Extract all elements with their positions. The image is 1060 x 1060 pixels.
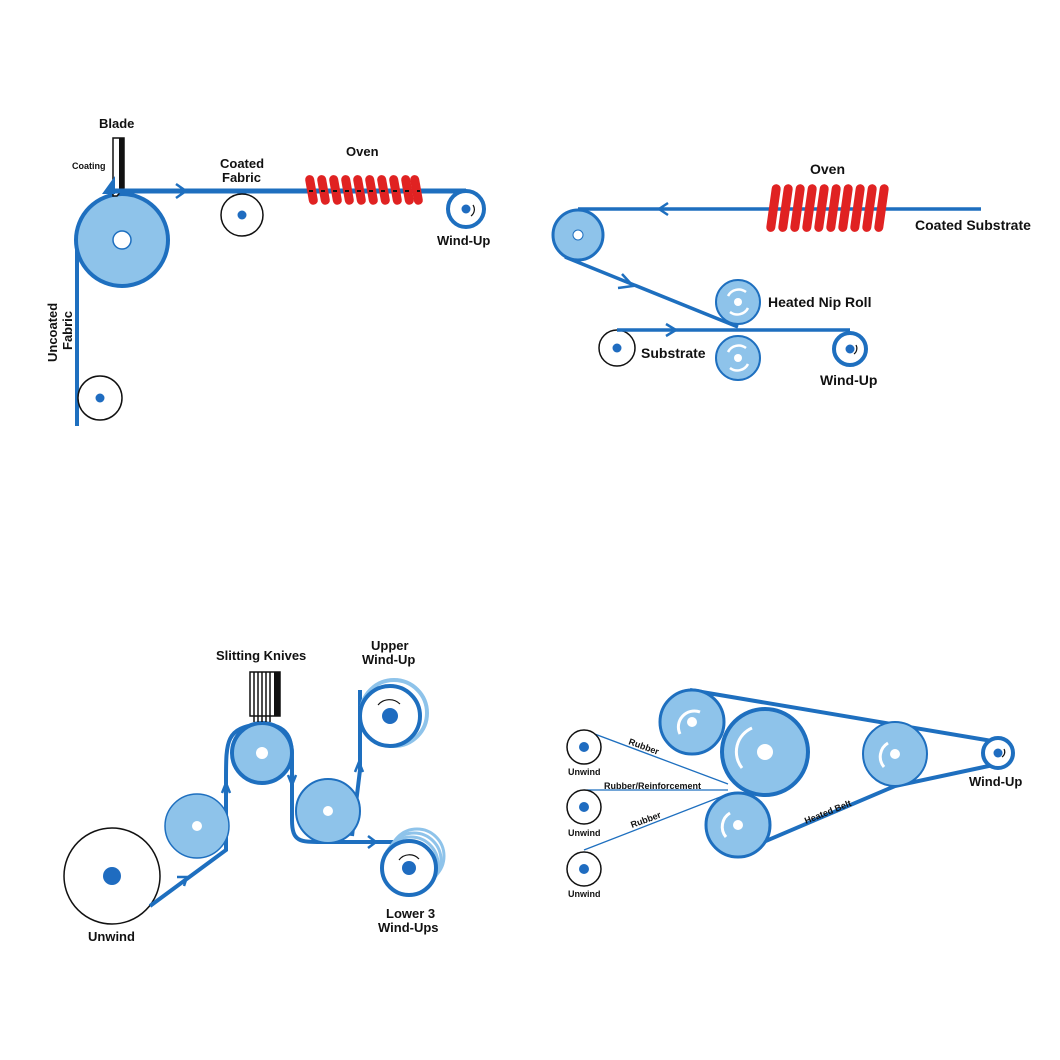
unwind-roll	[63, 827, 161, 925]
upper-windup-label-2: Wind-Up	[362, 652, 415, 667]
right-drum	[862, 721, 928, 787]
unwind-roll-2	[566, 789, 602, 825]
windup-roll	[832, 331, 868, 367]
substrate-roll	[598, 329, 636, 367]
slitting-knives	[249, 671, 281, 722]
rubber-label-top: Rubber	[627, 736, 660, 756]
heated-belt-label: Heated Belt	[803, 798, 853, 826]
coating-roll	[74, 192, 170, 288]
coating-label: Coating	[72, 161, 106, 171]
blade-label: Blade	[99, 116, 134, 131]
unwind-label: Unwind	[88, 929, 135, 944]
rubber-label-bottom: Rubber	[629, 810, 662, 830]
heated-nip-roll-label: Heated Nip Roll	[768, 294, 871, 310]
windup-label: Wind-Up	[969, 774, 1022, 789]
guide-roll	[295, 778, 361, 844]
flow-arrow	[665, 322, 679, 338]
lower-windup-label-1: Lower 3	[386, 906, 435, 921]
unwind-roll-3	[566, 851, 602, 887]
top-left-drum	[658, 688, 726, 756]
heated-nip-roll-top	[715, 279, 761, 325]
lower-windup-rolls	[380, 827, 446, 897]
coating-diagram: Blade Coating Coated Fabric Oven Wind-Up…	[45, 116, 490, 426]
bottom-drum	[704, 791, 772, 859]
uncoated-fabric-label-1: Uncoated	[45, 303, 60, 362]
slitting-diagram: Slitting Knives Upper Wind-Up Lower 3 Wi…	[63, 638, 446, 944]
oven-coil	[305, 175, 423, 205]
unwind-roll-1	[566, 729, 602, 765]
coated-fabric-label-2: Fabric	[222, 170, 261, 185]
uncoated-fabric-label-2: Fabric	[60, 311, 75, 350]
rubber-reinforcement-label: Rubber/Reinforcement	[604, 781, 701, 791]
slitting-knives-label: Slitting Knives	[216, 648, 306, 663]
coated-fabric-label-1: Coated	[220, 156, 264, 171]
substrate-label: Substrate	[641, 345, 706, 361]
rubber-feed-bottom	[583, 793, 729, 851]
unwind-label-1: Unwind	[568, 767, 601, 777]
laminating-diagram: Oven Coated Substrate Heated Nip Roll Su…	[551, 161, 1031, 388]
oven-label: Oven	[810, 161, 845, 177]
upper-windup-label-1: Upper	[371, 638, 409, 653]
unwind-label-2: Unwind	[568, 828, 601, 838]
oven-label: Oven	[346, 144, 379, 159]
flow-arrow	[175, 182, 189, 200]
lower-windup-label-2: Wind-Ups	[378, 920, 439, 935]
heated-nip-roll-bottom	[715, 335, 761, 381]
flow-arrow	[617, 273, 636, 290]
flow-arrow	[656, 201, 669, 217]
rubber-feed-top	[583, 729, 729, 785]
slitting-roll	[230, 721, 294, 785]
windup-label: Wind-Up	[820, 372, 877, 388]
belt-diagram: Rubber Rubber/Reinforcement Rubber Heate…	[566, 688, 1022, 899]
idler-roll	[220, 193, 264, 237]
flow-arrow	[367, 835, 379, 849]
windup-roll	[981, 736, 1015, 770]
laminate-web	[564, 255, 739, 329]
guide-roll	[164, 793, 230, 859]
unwind-label-3: Unwind	[568, 889, 601, 899]
unwind-roll	[77, 375, 123, 421]
turning-roll	[551, 208, 605, 262]
upper-windup-roll	[358, 678, 429, 748]
flow-arrow	[177, 875, 189, 887]
coated-substrate-label: Coated Substrate	[915, 217, 1031, 233]
windup-roll	[446, 189, 486, 229]
flow-arrow	[353, 758, 365, 773]
oven-coil	[766, 184, 889, 232]
flow-arrow	[220, 779, 232, 794]
windup-label: Wind-Up	[437, 233, 490, 248]
main-heated-drum	[720, 707, 810, 797]
flow-arrow	[286, 774, 298, 789]
